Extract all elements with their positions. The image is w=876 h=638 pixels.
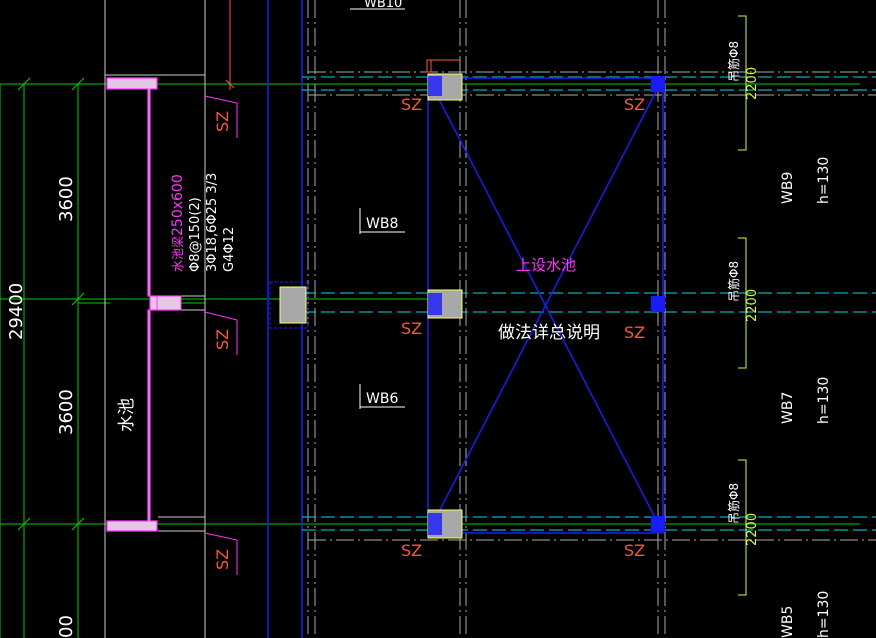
- extension-lines: [104, 0, 206, 638]
- rebar-top-label: 吊筋Φ8: [726, 41, 741, 82]
- rebar-bot-label: 吊筋Φ8: [726, 483, 741, 524]
- rebar-mid-len: 2200: [745, 289, 760, 322]
- rebar-brackets: [738, 15, 747, 596]
- note-above-pool: 上设水池: [516, 256, 576, 274]
- sz-label-4: SZ: [624, 323, 645, 342]
- sz-label-left-3: SZ: [213, 549, 232, 570]
- rebar-mid-label: 吊筋Φ8: [726, 261, 741, 302]
- columns: [269, 73, 665, 539]
- pool-waist-bars: G4Φ12: [222, 227, 237, 272]
- slab-wb7: WB7: [780, 392, 796, 424]
- sz-label-3: SZ: [401, 319, 422, 338]
- dimension-ticks: [17, 77, 85, 531]
- slab-wb6: WB6: [366, 391, 398, 407]
- rebar-top-len: 2200: [745, 67, 760, 100]
- dim-total: 29400: [6, 283, 27, 340]
- column-top-left: [427, 73, 463, 101]
- pool-wall: [106, 77, 182, 532]
- dashed-beam-lines: [307, 0, 876, 638]
- pool-beam-mark: 水池梁: [170, 236, 185, 272]
- sz-leaders: [204, 95, 238, 575]
- slab-label-lines: [350, 8, 405, 409]
- pool-main-bars: 3Φ18,6Φ25 3/3: [205, 173, 220, 272]
- grid-lines: [0, 83, 860, 638]
- slab-wb9: WB9: [780, 172, 796, 204]
- sz-label-5: SZ: [401, 541, 422, 560]
- pool-frame: [427, 77, 664, 534]
- slab-wb9-h: h=130: [816, 157, 832, 204]
- slab-wb7-h: h=130: [816, 377, 832, 424]
- pool-stirrup: Φ8@150(2): [188, 197, 203, 272]
- column-bottom-right: [651, 516, 665, 532]
- column-bottom-left: [427, 509, 463, 539]
- column-top-right: [651, 76, 665, 92]
- slab-wb10: WB10: [364, 0, 402, 11]
- sz-label-left-1: SZ: [213, 111, 232, 132]
- column-mid-right: [651, 296, 665, 312]
- dim-bottom-partial: 00: [56, 615, 77, 638]
- pool-beam-size: 250x600: [170, 174, 186, 236]
- sz-label-2: SZ: [624, 95, 645, 114]
- slab-wb5: WB5: [780, 606, 796, 638]
- rebar-bot-len: 2200: [745, 513, 760, 546]
- sz-label-6: SZ: [624, 541, 645, 560]
- slab-wb5-h: h=130: [816, 591, 832, 638]
- dim-upper-span: 3600: [56, 176, 77, 222]
- note-see-general: 做法详总说明: [498, 323, 600, 343]
- slab-wb8: WB8: [366, 216, 398, 232]
- column-mid-left: [427, 289, 463, 319]
- cyan-dashed-lines: [302, 76, 876, 531]
- pool-label: 水池: [117, 398, 137, 432]
- sz-label-1: SZ: [401, 95, 422, 114]
- dim-lower-span: 3600: [56, 389, 77, 435]
- dim-arrow: [225, 0, 235, 90]
- marker-top: [426, 59, 432, 73]
- sz-label-left-2: SZ: [213, 329, 232, 350]
- column-wall: [269, 281, 309, 329]
